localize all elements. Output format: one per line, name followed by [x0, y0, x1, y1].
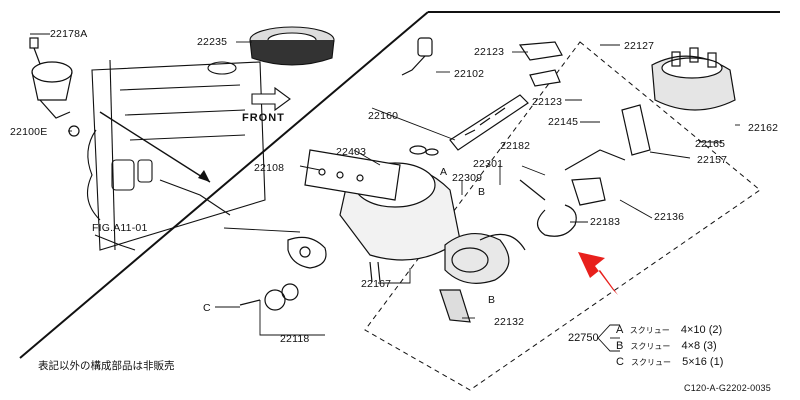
legend-size: 5×16 [682, 356, 707, 368]
not-for-sale-note: 表記以外の構成部品は非販売 [38, 360, 175, 372]
leader-lines [30, 33, 740, 352]
engine-block-sketch [86, 59, 266, 251]
distributor-assembly [239, 37, 736, 323]
front-arrow [251, 86, 291, 112]
legend-letter: B [616, 340, 624, 352]
legend-type: スクリュー [631, 358, 672, 367]
callout-a: A [440, 166, 448, 178]
label-22108: 22108 [254, 162, 285, 174]
label-22160: 22160 [368, 110, 399, 122]
label-22167: 22167 [361, 278, 392, 290]
label-22145: 22145 [548, 116, 579, 128]
label-22309: 22309 [452, 172, 483, 184]
legend-letter: C [616, 356, 624, 368]
callout-b-lower: B [488, 294, 496, 306]
callout-c: C [203, 302, 211, 314]
label-22102: 22102 [454, 68, 485, 80]
label-fig-a11-01: FIG.A11-01 [92, 222, 148, 234]
legend-type: スクリュー [629, 326, 670, 335]
engine-pointer-head [198, 170, 210, 182]
label-22157: 22157 [697, 154, 728, 166]
dashed-assembly-boundary [364, 41, 761, 391]
callout-b-upper: B [478, 186, 486, 198]
label-22235: 22235 [197, 36, 228, 48]
label-22100E: 22100E [10, 126, 48, 138]
legend-letter: A [616, 324, 623, 336]
label-22301: 22301 [473, 158, 504, 170]
red-callout-arrow [578, 252, 618, 295]
label-22403: 22403 [336, 146, 367, 158]
label-22183: 22183 [590, 216, 621, 228]
legend-size: 4×10 [680, 324, 706, 336]
legend-row-c: C スクリュー 5×16 (1) [616, 356, 723, 368]
legend-qty: (3) [703, 340, 717, 352]
legend-row-b: B スクリュー 4×8 (3) [616, 340, 717, 352]
label-22165: 22165 [695, 138, 726, 150]
divider-line [19, 11, 429, 359]
legend-size: 4×8 [681, 340, 701, 352]
diagram-code: C120-A-G2202-0035 [684, 383, 771, 393]
label-22162: 22162 [748, 122, 779, 134]
legend-qty: (1) [709, 356, 724, 368]
label-22127: 22127 [624, 40, 655, 52]
tape-roll-22235 [249, 26, 335, 66]
legend-qty: (2) [708, 324, 723, 336]
legend-part-number: 22750 [568, 332, 599, 344]
engine-pointer-line [99, 111, 211, 183]
label-22132: 22132 [494, 316, 525, 328]
label-front: FRONT [242, 112, 285, 124]
legend-row-a: A スクリュー 4×10 (2) [616, 324, 722, 336]
label-22118: 22118 [280, 333, 310, 345]
label-22136: 22136 [654, 211, 685, 223]
distributor-thumbnail [29, 37, 80, 137]
oil-cap [207, 61, 237, 75]
label-22178A: 22178A [50, 28, 88, 40]
label-22182: 22182 [500, 140, 531, 152]
label-22123-top: 22123 [474, 46, 505, 58]
label-22123-mid: 22123 [532, 96, 563, 108]
screw-legend: 22750 A スクリュー 4×10 (2) B スクリュー 4×8 (3) C… [568, 324, 788, 384]
legend-type: スクリュー [630, 342, 671, 351]
